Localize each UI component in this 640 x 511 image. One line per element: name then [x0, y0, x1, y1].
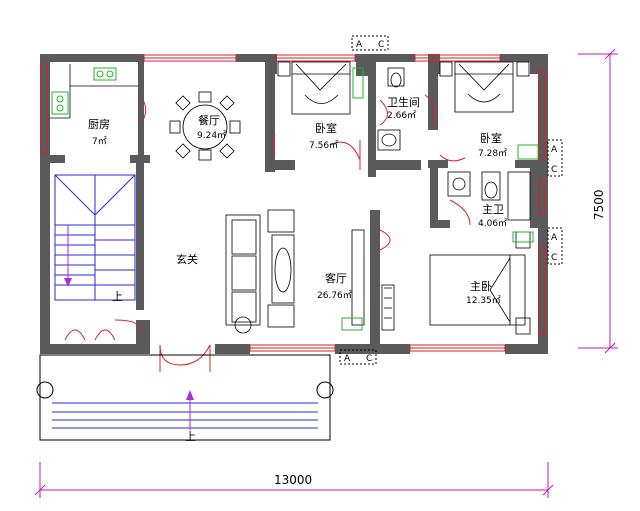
living-area: 26.76㎡	[317, 290, 352, 301]
right-windows	[40, 63, 546, 336]
section-a-right1: A	[551, 145, 558, 155]
depth-dimension-label: 7500	[592, 189, 606, 220]
bedroom1-area: 7.56㎡	[309, 140, 338, 151]
dining-area: 9.24㎡	[197, 130, 226, 141]
green-markers	[341, 144, 539, 331]
kitchen-fixtures	[50, 64, 138, 119]
kitchen-area: 7㎡	[92, 136, 107, 147]
kitchen-name: 厨房	[88, 118, 110, 131]
section-c-right2: C	[551, 253, 557, 263]
staircase	[54, 174, 136, 301]
section-a-bottom: A	[344, 354, 351, 364]
foyer-name: 玄关	[176, 252, 198, 266]
section-a-right2: A	[551, 233, 558, 243]
master-bath-area: 4.06㎡	[478, 218, 507, 229]
section-c-right1: C	[551, 165, 557, 175]
porch	[36, 354, 334, 441]
dining-table	[169, 91, 241, 161]
interior-walls	[40, 62, 538, 350]
stair-up-label: 上	[112, 290, 123, 303]
width-dimension-label: 13000	[274, 473, 312, 487]
section-markers	[339, 35, 563, 365]
bathroom-fixtures	[377, 67, 405, 151]
master-bed-name: 主卧	[470, 280, 492, 293]
bedroom2-area: 7.28㎡	[478, 148, 507, 159]
dimension-depth	[578, 48, 618, 354]
bathroom-area: 2.66㎡	[387, 110, 416, 121]
bedroom1-name: 卧室	[315, 121, 337, 135]
master-bath-fixtures	[447, 171, 531, 221]
bottom-windows	[249, 344, 506, 352]
living-furniture	[225, 209, 365, 334]
top-windows	[143, 54, 501, 62]
master-bath-name: 主卫	[482, 203, 504, 216]
bedroom1-bed	[277, 61, 364, 115]
dimension-width	[34, 462, 554, 498]
section-c-bottom: C	[366, 354, 372, 364]
bedroom2-bed	[439, 61, 530, 113]
section-c-top: C	[378, 40, 384, 50]
doors	[64, 94, 471, 372]
master-bed	[381, 231, 531, 335]
master-bed-area: 12.35㎡	[466, 295, 501, 306]
living-name: 客厅	[325, 271, 347, 285]
dining-name: 餐厅	[198, 113, 220, 127]
section-a-top: A	[356, 40, 363, 50]
entry-up-label: 上	[185, 430, 196, 443]
bedroom2-name: 卧室	[480, 131, 502, 145]
bathroom-name: 卫生间	[387, 95, 420, 109]
